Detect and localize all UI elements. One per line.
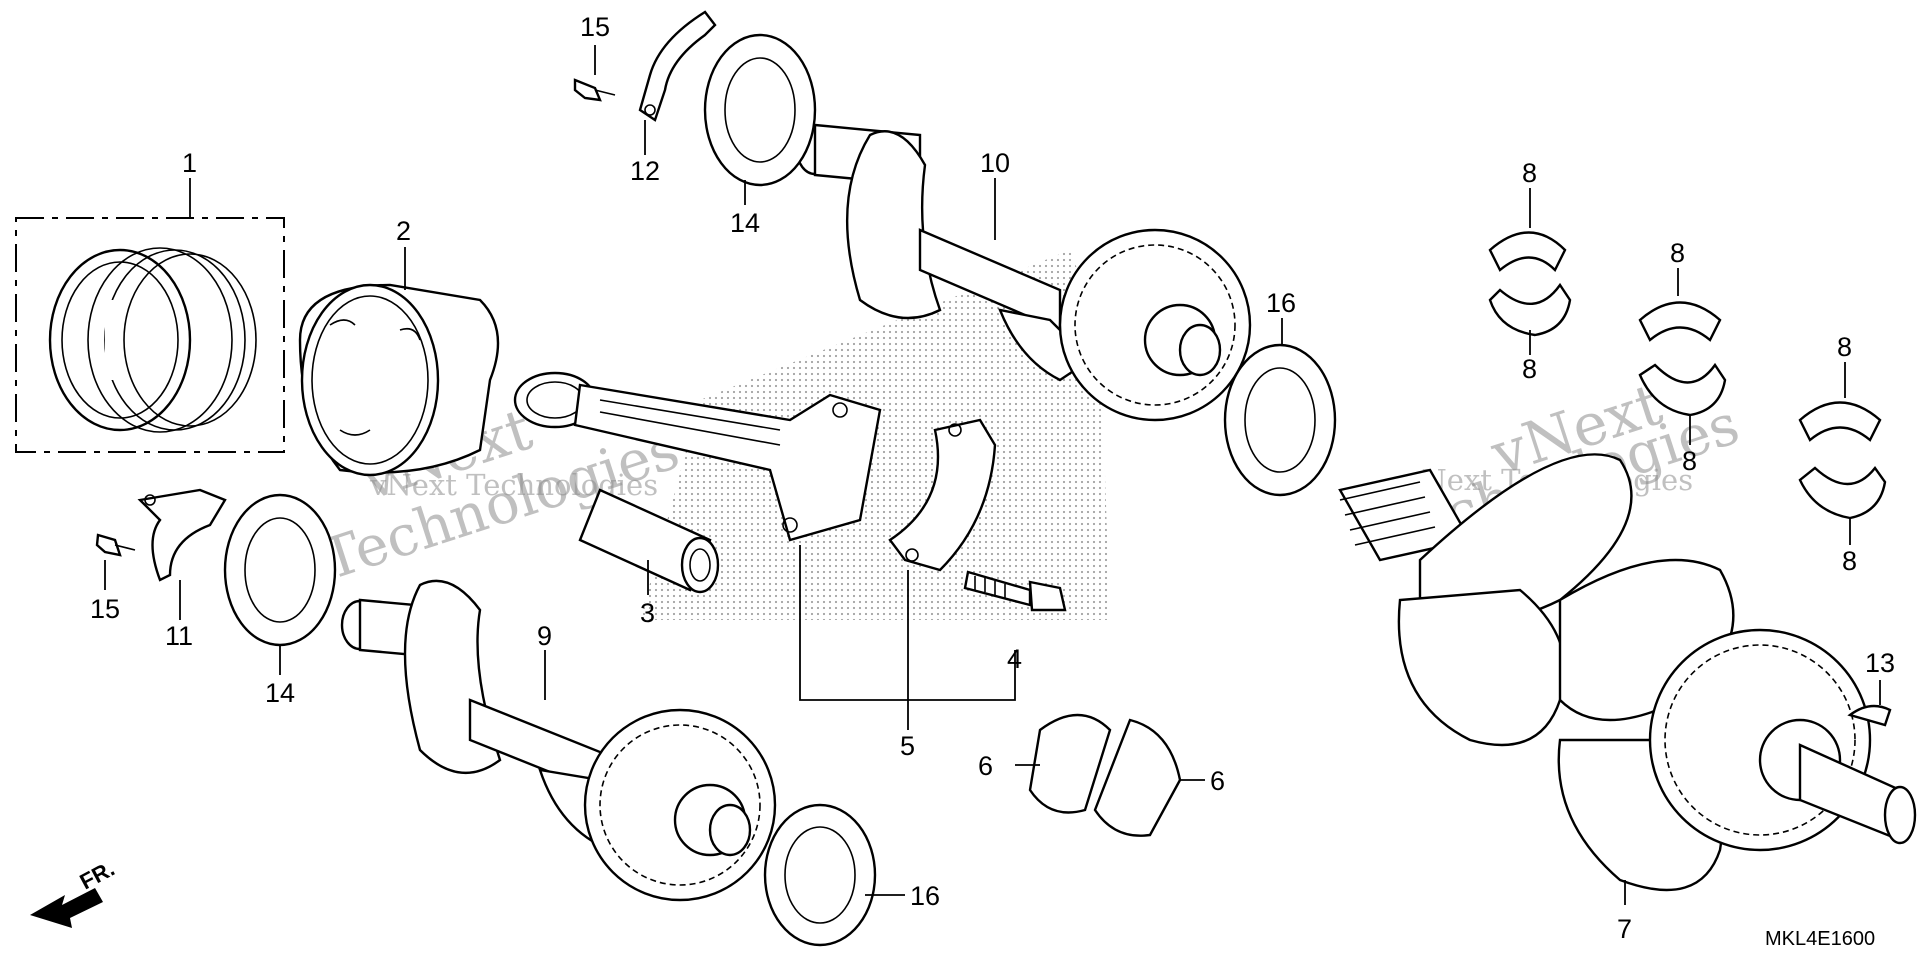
- callout-8d: 8: [1682, 446, 1697, 476]
- part-piston-ring-set[interactable]: [15, 217, 285, 453]
- part-balancer-shaft-rear[interactable]: [795, 123, 1252, 422]
- part-woodruff-key[interactable]: [1847, 704, 1892, 727]
- callout-4: 4: [1007, 644, 1022, 674]
- callout-14a: 14: [730, 208, 760, 238]
- callout-8b: 8: [1522, 354, 1537, 384]
- diagram-code: MKL4E1600: [1765, 928, 1875, 950]
- callout-13: 13: [1865, 648, 1895, 678]
- callout-2: 2: [396, 216, 411, 246]
- callout-10: 10: [980, 148, 1010, 178]
- callout-16b: 16: [910, 881, 940, 911]
- part-piston[interactable]: [298, 283, 500, 477]
- callout-8e: 8: [1837, 332, 1852, 362]
- part-main-bearing-shells[interactable]: [1488, 231, 1887, 520]
- part-crankshaft[interactable]: [1338, 453, 1917, 892]
- callout-3: 3: [640, 598, 655, 628]
- callout-15b: 15: [90, 594, 120, 624]
- part-rod-bolt[interactable]: [963, 570, 1067, 612]
- part-piston-pin[interactable]: [578, 488, 720, 594]
- direction-label: FR.: [76, 856, 119, 895]
- callout-6b: 6: [1210, 766, 1225, 796]
- part-bearing-stopper-plates[interactable]: [137, 10, 717, 582]
- callout-7: 7: [1617, 914, 1632, 944]
- front-direction-indicator: FR.: [30, 856, 119, 928]
- part-bolts[interactable]: [95, 78, 616, 557]
- callout-14b: 14: [265, 678, 295, 708]
- callout-8a: 8: [1522, 158, 1537, 188]
- leader-lines: [104, 45, 1881, 905]
- callout-numbers: 1 2 3 4 5 6 6 7 8 8 8 8 8 8 9 10 11 12 1…: [90, 12, 1895, 944]
- callout-15a: 15: [580, 12, 610, 42]
- callout-8c: 8: [1670, 238, 1685, 268]
- callout-12: 12: [630, 156, 660, 186]
- part-connecting-rod[interactable]: [513, 371, 882, 542]
- callout-5: 5: [900, 731, 915, 761]
- callout-8f: 8: [1842, 546, 1857, 576]
- callout-9: 9: [537, 621, 552, 651]
- part-rod-cap[interactable]: [888, 418, 997, 572]
- callout-1: 1: [182, 148, 197, 178]
- callout-6a: 6: [978, 751, 993, 781]
- part-crank-bearing-shells[interactable]: [1028, 713, 1182, 837]
- arrow-front-icon: [30, 888, 103, 928]
- callout-11: 11: [165, 621, 193, 651]
- part-balancer-shaft-front[interactable]: [340, 579, 777, 902]
- part-ball-bearings[interactable]: [223, 33, 1337, 947]
- callout-16a: 16: [1266, 288, 1296, 318]
